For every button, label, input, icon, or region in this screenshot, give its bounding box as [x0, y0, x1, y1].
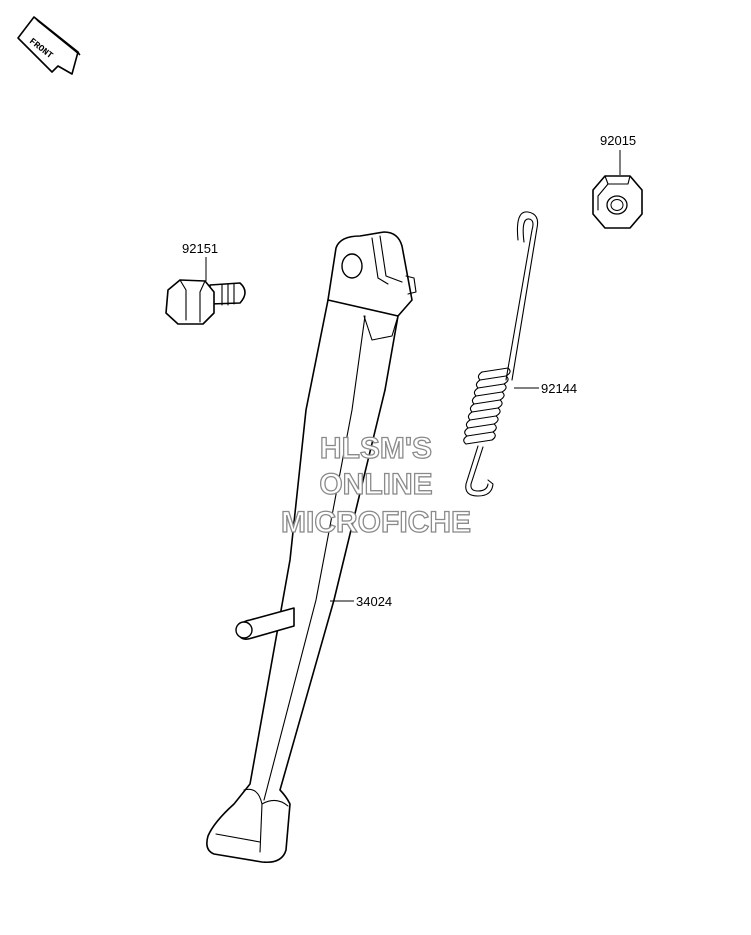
front-direction-badge: FRONT	[17, 16, 81, 75]
watermark: HLSM'S ONLINE MICROFICHE	[280, 431, 471, 539]
side-stand-34024[interactable]	[206, 231, 417, 864]
part-number-34024: 34024	[356, 594, 392, 609]
bolt-92151[interactable]	[165, 279, 246, 325]
part-number-92144: 92144	[541, 381, 577, 396]
watermark-line-3: MICROFICHE	[281, 506, 471, 539]
spring-coils	[463, 367, 511, 445]
spring-92144[interactable]	[463, 211, 539, 497]
part-number-92151: 92151	[182, 241, 218, 256]
watermark-line-1: HLSM'S	[320, 432, 432, 465]
watermark-line-2: ONLINE	[319, 468, 432, 501]
part-number-92015: 92015	[600, 133, 636, 148]
nut-92015[interactable]	[592, 175, 643, 229]
